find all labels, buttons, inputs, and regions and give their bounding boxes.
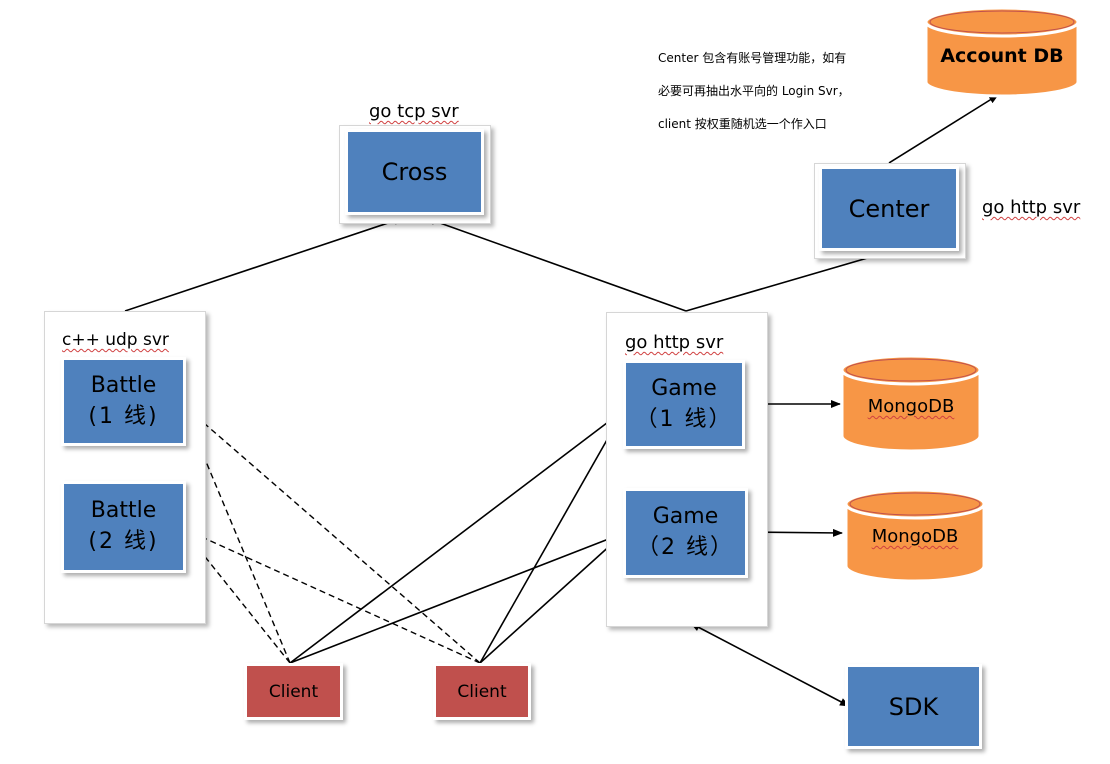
battle-1-name: Battle bbox=[90, 372, 157, 398]
game-2-name: Game bbox=[652, 504, 719, 529]
mongodb-2-label: MongoDB bbox=[871, 526, 959, 547]
edge-client2-to-battle1 bbox=[181, 403, 481, 664]
battle-2-line: (2 线) bbox=[88, 529, 159, 554]
client-1-label: Client bbox=[268, 681, 319, 702]
edge-client2-to-battle2 bbox=[181, 527, 481, 664]
edge-client1-to-game2 bbox=[289, 532, 625, 664]
battle-2-name: Battle bbox=[90, 498, 157, 523]
note-line-3: client 按权重随机选一个作入口 bbox=[658, 117, 827, 131]
battle-group-caption: c++ udp svr bbox=[62, 330, 169, 350]
center-label: Center bbox=[848, 194, 930, 223]
edge-battle-to-cross bbox=[124, 217, 404, 312]
mongodb-2: MongoDB bbox=[842, 486, 988, 586]
center-node: Center bbox=[819, 166, 959, 251]
edge-game-to-cross bbox=[425, 217, 687, 312]
mongodb-1-label: MongoDB bbox=[867, 396, 955, 417]
edge-center-to-accountdb bbox=[888, 94, 999, 164]
client-2-label: Client bbox=[457, 681, 507, 702]
game-1-name: Game bbox=[651, 375, 717, 401]
game-1-node: Game （1 线） bbox=[623, 360, 745, 449]
center-caption: go http svr bbox=[982, 197, 1081, 218]
client-1-node: Client bbox=[244, 663, 343, 720]
note-line-1: Center 包含有账号管理功能，如有 bbox=[658, 51, 847, 65]
cross-caption: go tcp svr bbox=[369, 101, 459, 122]
game-2-line: （2 线） bbox=[637, 535, 734, 560]
game-1-line: （1 线） bbox=[635, 406, 733, 432]
battle-1-line: (1 线) bbox=[88, 403, 159, 429]
note-line-2: 必要可再抽出水平向的 Login Svr， bbox=[658, 84, 850, 98]
account-db-label: Account DB bbox=[940, 45, 1064, 67]
client-2-node: Client bbox=[433, 663, 531, 720]
edge-client1-to-game1 bbox=[289, 409, 625, 664]
edge-client2-to-game2 bbox=[479, 532, 625, 664]
battle-1-node: Battle (1 线) bbox=[61, 357, 186, 446]
game-group-caption: go http svr bbox=[625, 332, 724, 353]
mongodb-1: MongoDB bbox=[838, 352, 984, 456]
edge-game-to-center bbox=[685, 250, 889, 312]
game-2-node: Game （2 线） bbox=[623, 488, 748, 578]
cross-label: Cross bbox=[381, 158, 448, 186]
battle-2-node: Battle (2 线) bbox=[61, 481, 186, 573]
sdk-label: SDK bbox=[888, 692, 939, 721]
edge-client2-to-game1 bbox=[479, 409, 625, 664]
edge-sdk-game-bidirectional bbox=[690, 622, 850, 707]
sdk-node: SDK bbox=[845, 664, 982, 749]
cross-node: Cross bbox=[345, 129, 484, 215]
account-db: Account DB bbox=[922, 4, 1082, 100]
